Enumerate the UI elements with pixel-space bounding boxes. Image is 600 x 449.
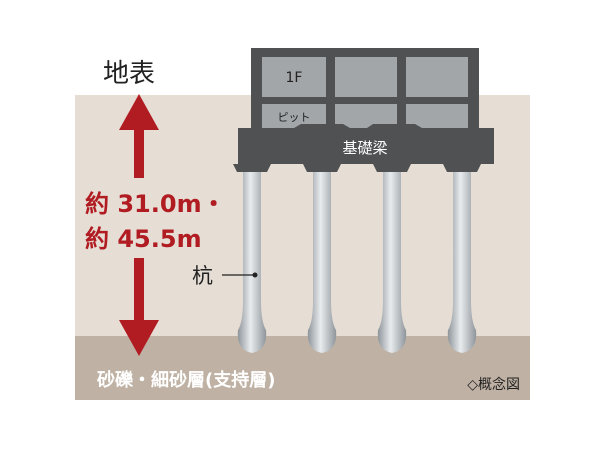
depth-arrow — [119, 94, 159, 356]
floor-1f-panel — [406, 57, 468, 97]
floor-1f-panel — [335, 57, 397, 97]
depth-arrow-shaft-bottom — [134, 258, 144, 322]
depth-arrow-head-up — [119, 94, 159, 130]
pile — [377, 172, 407, 353]
pile-label: 杭 — [192, 264, 213, 288]
pit-label: ピット — [278, 111, 311, 124]
piles — [237, 172, 477, 353]
pile-leader-dot — [252, 272, 258, 278]
pile — [237, 172, 267, 353]
depth-label-line1: 約 31.0m・ — [85, 190, 226, 218]
building — [251, 48, 479, 128]
pit-panel — [406, 104, 468, 128]
floor-1f-panel — [262, 57, 326, 97]
ground-surface-label: 地表 — [103, 59, 155, 89]
depth-arrow-head-down — [119, 320, 159, 356]
floor-1f-label: 1F — [286, 70, 303, 86]
foundation-beam — [233, 124, 494, 172]
caption-label: ◇概念図 — [467, 376, 520, 393]
depth-arrow-shaft-top — [134, 128, 144, 178]
depth-label-line2: 約 45.5m — [85, 225, 202, 253]
pile — [307, 172, 337, 353]
foundation-beam-label: 基礎梁 — [342, 139, 387, 157]
bearing-layer-label: 砂礫・細砂層(支持層) — [97, 369, 275, 391]
pile — [447, 172, 477, 353]
